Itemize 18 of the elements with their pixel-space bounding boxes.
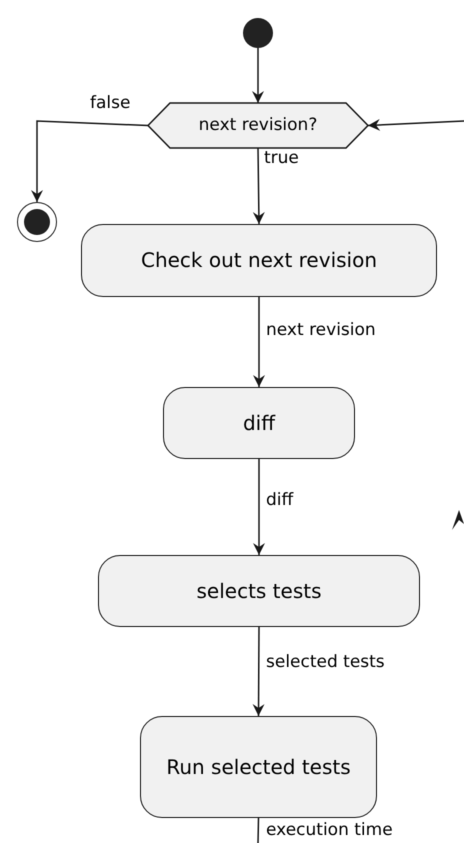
action-box xyxy=(98,555,420,627)
node-text: selects tests xyxy=(196,578,322,604)
arrow xyxy=(253,459,265,555)
action-box xyxy=(140,716,377,818)
node-text: Run selected tests xyxy=(166,754,351,780)
end-circle xyxy=(17,202,57,242)
arrow xyxy=(368,118,464,131)
arrow xyxy=(252,48,264,103)
arrow xyxy=(31,120,148,202)
node-text: diff xyxy=(242,410,276,436)
node-text: next revision? xyxy=(198,114,318,136)
action-box xyxy=(81,224,437,297)
node-text: Check out next revision xyxy=(140,248,378,273)
action-box xyxy=(163,387,355,459)
arrow xyxy=(252,627,265,716)
arrow xyxy=(253,297,265,387)
start-circle xyxy=(243,18,273,48)
arrow xyxy=(252,148,265,224)
